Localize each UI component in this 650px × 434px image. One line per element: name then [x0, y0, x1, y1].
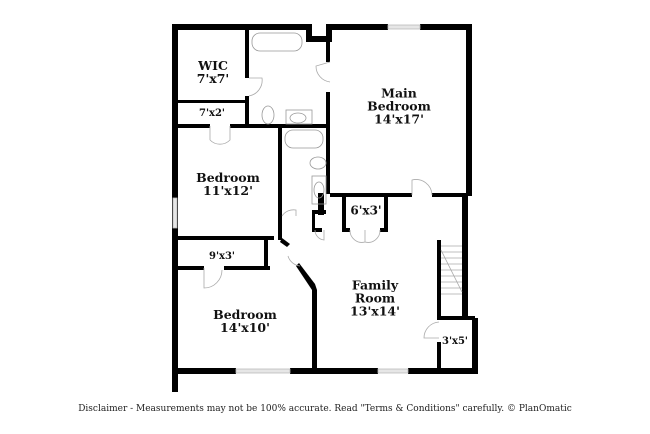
room-label-closet-3x5: 3'x5': [441, 335, 469, 348]
room-name: Bedroom: [196, 169, 260, 185]
room-dims: 3'x5': [441, 335, 469, 347]
fixtures: [251, 32, 327, 205]
room-name: Main: [381, 85, 417, 101]
room-dims: 11'x12': [203, 183, 253, 198]
room-label-wic: WIC 7'x7': [197, 59, 230, 85]
room-dims: 13'x14': [350, 303, 400, 319]
room-name: Room: [354, 290, 396, 306]
room-dims: 6'x3': [350, 203, 382, 218]
room-dims: 7'x2': [198, 107, 226, 119]
stairs: [440, 245, 463, 295]
windows: [172, 24, 421, 374]
room-name: Bedroom: [367, 98, 431, 114]
room-label-family-room: Family Room 13'x14': [350, 277, 400, 319]
doors: [203, 61, 440, 339]
room-label-bedroom-1: Bedroom 11'x12': [196, 171, 260, 197]
room-label-main-bedroom: Main Bedroom 14'x17': [367, 85, 431, 127]
room-dims: 7'x7': [196, 71, 230, 86]
room-label-closet-6x3: 6'x3': [350, 205, 381, 218]
room-label-closet-9x3: 9'x3': [208, 250, 236, 263]
room-label-bedroom-2: Bedroom 14'x10': [213, 308, 277, 334]
room-dims: 14'x17': [374, 111, 424, 127]
room-dims: 9'x3': [208, 250, 236, 262]
room-name: Family: [351, 277, 399, 293]
room-name: Bedroom: [213, 306, 277, 322]
room-name: WIC: [198, 57, 228, 73]
room-label-closet-7x2: 7'x2': [198, 107, 226, 120]
disclaimer-text: Disclaimer - Measurements may not be 100…: [78, 404, 572, 414]
room-dims: 14'x10': [220, 320, 270, 335]
